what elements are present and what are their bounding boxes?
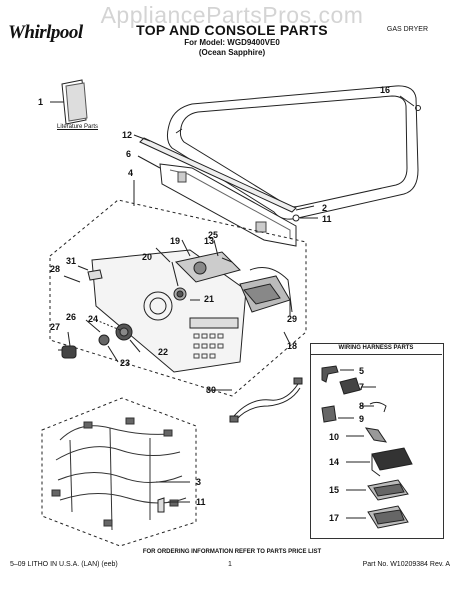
callout-31: 31 [66,256,77,266]
callout-22: 22 [158,347,169,357]
callout-28: 28 [50,264,61,274]
callout-13: 13 [204,236,215,246]
callout-9: 9 [359,414,365,424]
callout-11-lower: 11 [196,497,206,507]
model-subtitle: (Ocean Sapphire) [198,48,266,57]
screw-11-lower-icon [157,497,190,513]
callout-14: 14 [329,457,340,467]
footer-page-number: 1 [228,561,232,568]
control-board-shape [239,267,293,313]
callout-8: 8 [359,401,365,411]
top-panel-shape [166,85,419,220]
callout-3: 3 [196,477,202,487]
part-31-icon [87,269,103,281]
callout-18: 18 [287,341,298,351]
wiring-harness-box [310,343,444,539]
screw-11-top-icon [292,214,318,222]
footer-litho: 5–09 LITHO IN U.S.A. (LAN) (eeb) [10,561,118,568]
callout-4: 4 [128,168,134,178]
callout-29: 29 [287,314,298,324]
footer-part-number: Part No. W10209384 Rev. A [362,561,450,568]
ui-board-shape [174,251,241,283]
callout-16: 16 [380,85,391,95]
literature-booklet-icon [50,79,88,125]
harness-part-7-icon [339,377,376,395]
callout-26: 26 [66,312,77,322]
callout-17: 17 [329,513,340,523]
callout-12: 12 [122,130,133,140]
literature-label: Literature Parts [57,124,99,130]
ordering-note: FOR ORDERING INFORMATION REFER TO PARTS … [142,549,322,555]
callout-2: 2 [322,203,328,213]
callout-27: 27 [50,322,61,332]
harness-part-8-icon [360,401,387,413]
callout-11-top: 11 [322,214,332,224]
callout-19: 19 [170,236,181,246]
knob-assembly-icon [98,287,187,346]
callout-24: 24 [88,314,99,324]
callout-7: 7 [359,382,365,392]
console-panel-shape [91,249,247,373]
harness-part-14-icon [346,447,413,477]
harness-part-5-icon [321,365,354,383]
knob-27-icon [58,345,77,359]
callout-15: 15 [329,485,340,495]
harness-part-17-icon [346,505,409,529]
callout-21: 21 [204,294,215,304]
harness-30-shape [206,377,303,423]
wiring-harness-title: WIRING HARNESS PARTS [338,345,414,351]
main-harness-wires [51,417,187,531]
watermark-text: AppliancePartsPros.com [100,2,364,28]
harness-divider [310,354,442,355]
dryer-type: GAS DRYER [386,26,428,33]
callout-1: 1 [38,97,44,107]
screw-16-icon [399,95,421,111]
main-harness-outline [41,397,197,547]
harness-part-9-icon [321,405,354,423]
callout-23: 23 [120,358,131,368]
callout-20: 20 [142,252,153,262]
console-frame-shape [137,155,297,247]
model-line: For Model: WGD9400VE0 [184,38,280,47]
harness-part-15-icon [346,479,409,501]
callout-5: 5 [359,366,365,376]
callout-6: 6 [126,149,132,159]
page-title: TOP AND CONSOLE PARTS [136,22,328,38]
brand-logo: Whirlpool [8,22,83,43]
callout-30: 30 [206,385,217,395]
gasket-strip-shape [133,134,297,213]
callout-10: 10 [329,432,340,442]
callout-25: 25 [208,230,219,240]
harness-part-10-icon [346,427,388,443]
